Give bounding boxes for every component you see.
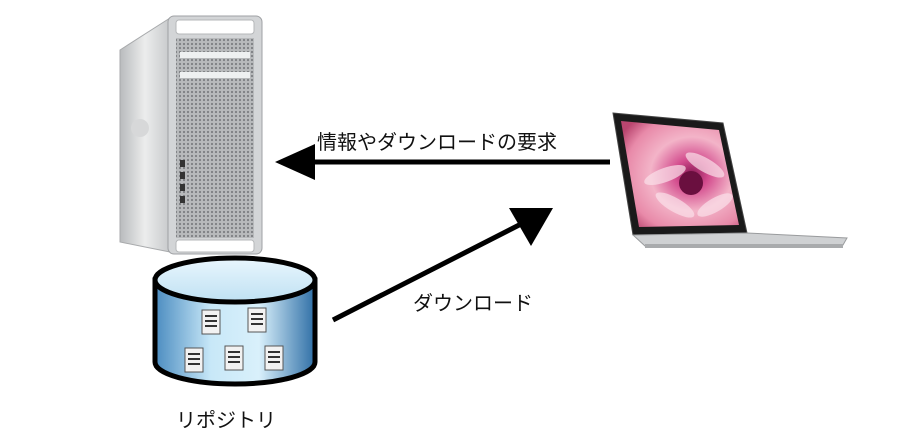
- repository-label: リポジトリ: [176, 408, 276, 432]
- download-arrow: [331, 208, 553, 323]
- request-label: 情報やダウンロードの要求: [317, 130, 557, 154]
- server-tower-icon: [119, 15, 263, 255]
- download-label: ダウンロード: [413, 291, 533, 315]
- request-arrow: [275, 144, 610, 180]
- laptop-icon: [612, 112, 848, 248]
- database-cylinder-icon: [152, 255, 318, 387]
